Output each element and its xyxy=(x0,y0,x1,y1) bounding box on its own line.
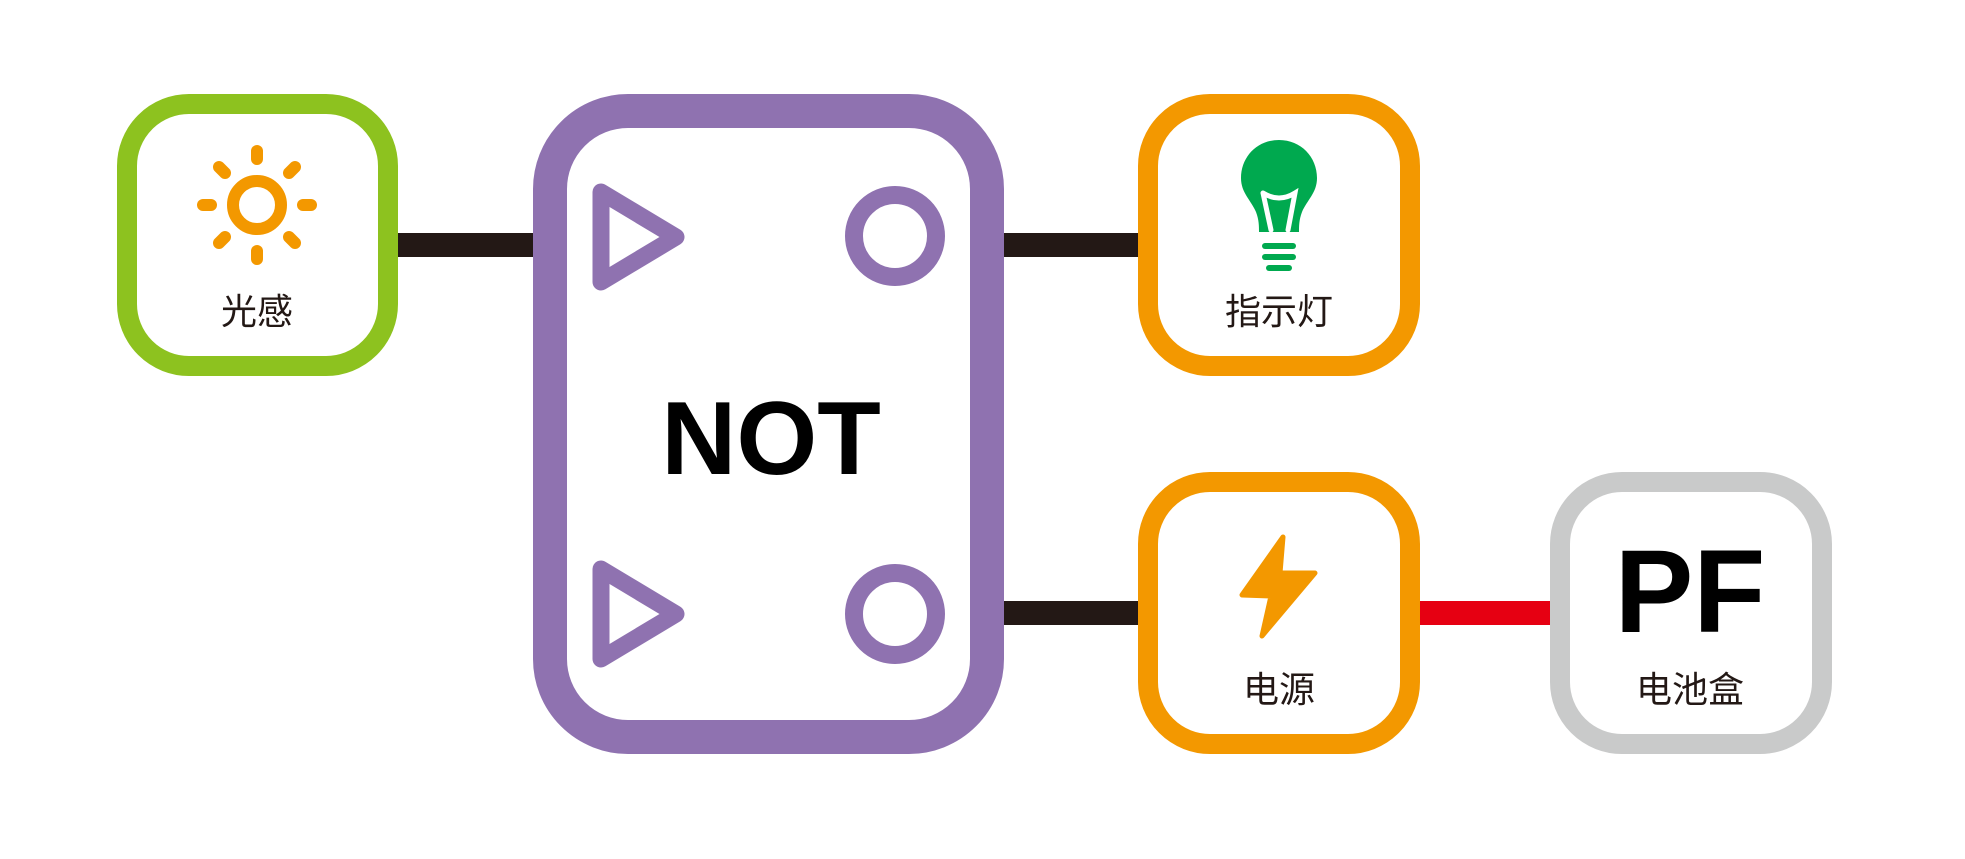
indicator-block[interactable]: 指示灯 xyxy=(1138,94,1420,376)
pf-logo: PF xyxy=(1615,526,1766,658)
lightning-bolt-icon xyxy=(1239,534,1318,639)
not-gate-block[interactable]: NOT xyxy=(533,94,1004,754)
power-block[interactable]: 电源 xyxy=(1138,472,1420,754)
output-port-top-icon xyxy=(845,186,945,286)
wire-not-to-power xyxy=(1000,601,1142,625)
lightbulb-icon xyxy=(1241,140,1317,271)
wire-sensor-to-not xyxy=(395,233,537,257)
battery-box-label: 电池盒 xyxy=(1636,670,1744,711)
input-port-bottom-icon xyxy=(592,560,685,668)
wire-power-to-battery xyxy=(1418,601,1553,625)
indicator-label: 指示灯 xyxy=(1225,292,1333,333)
light-sensor-block[interactable]: 光感 xyxy=(117,94,398,376)
battery-box-block[interactable]: PF 电池盒 xyxy=(1550,472,1832,754)
not-gate-label: NOT xyxy=(661,381,881,497)
output-port-bottom-icon xyxy=(845,564,945,664)
input-port-top-icon xyxy=(592,183,685,291)
sun-icon xyxy=(197,145,317,265)
wire-not-to-indicator xyxy=(1000,233,1142,257)
light-sensor-label: 光感 xyxy=(221,292,293,333)
power-label: 电源 xyxy=(1243,670,1315,711)
